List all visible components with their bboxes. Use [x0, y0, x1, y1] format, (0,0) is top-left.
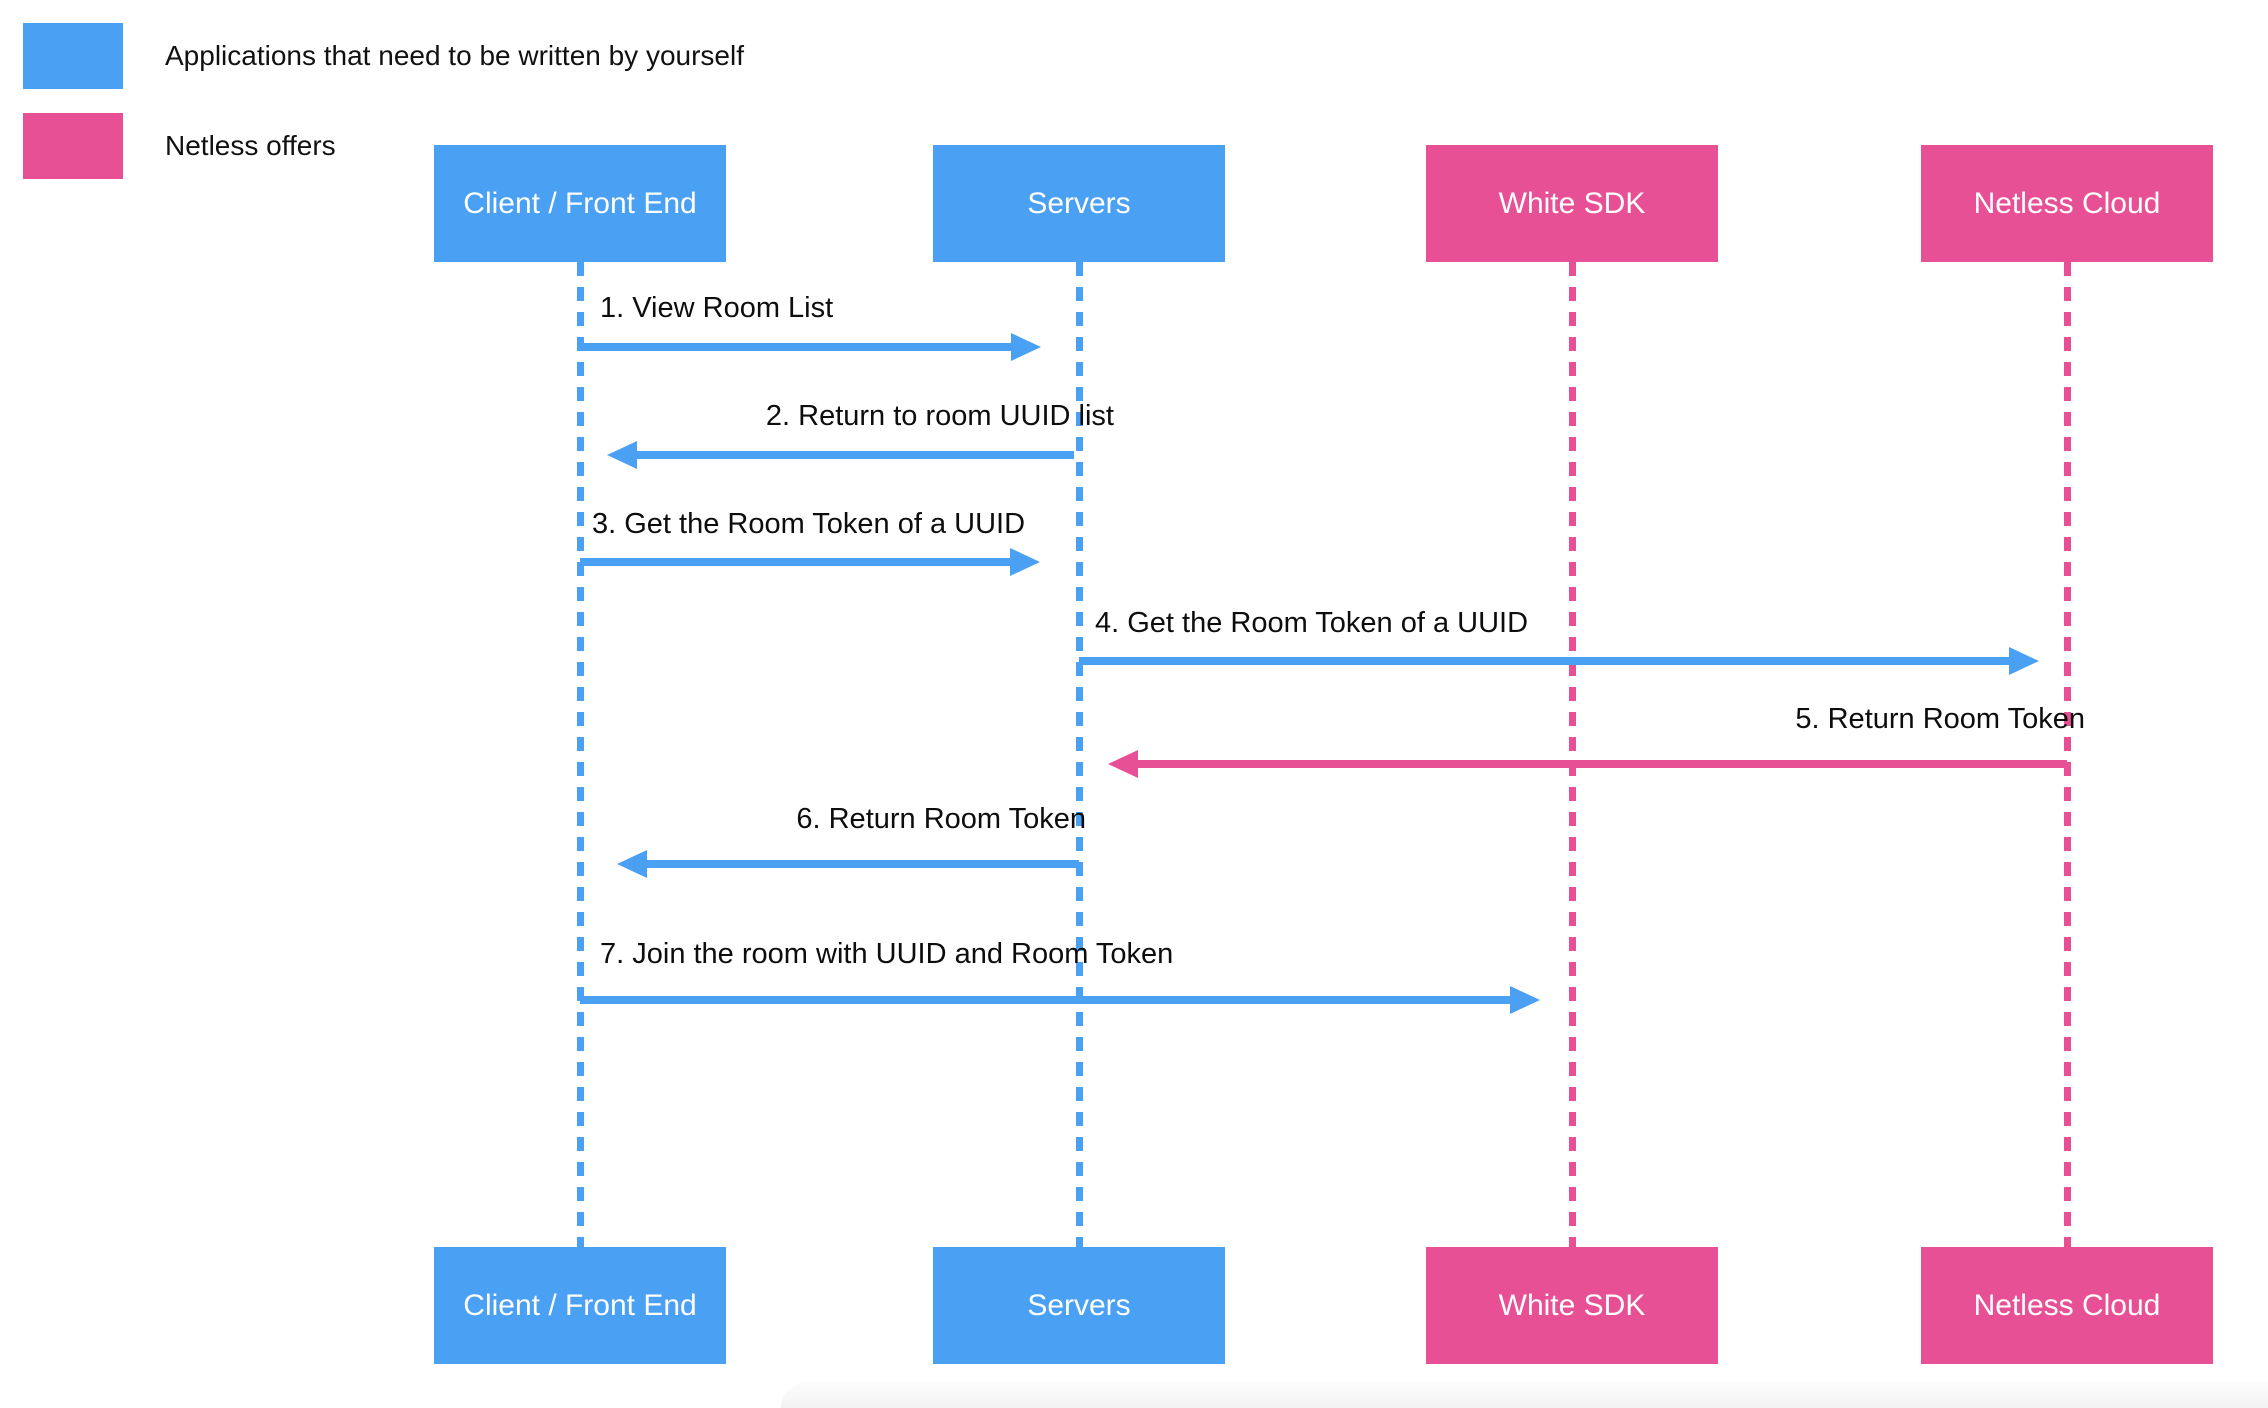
actor-label: White SDK [1498, 186, 1646, 220]
actor-top-white-sdk: White SDK [1426, 145, 1718, 262]
actor-top-servers: Servers [933, 145, 1225, 262]
arrow-shaft [633, 451, 1074, 459]
legend-item-netless: Netless offers [23, 112, 336, 179]
message-3-label: 3. Get the Room Token of a UUID [592, 508, 1026, 540]
actor-bottom-servers: Servers [933, 1247, 1225, 1364]
arrow-head [1011, 333, 1041, 361]
message-2-label: 2. Return to room UUID list [765, 400, 1114, 432]
arrow-head [617, 850, 647, 878]
message-1-arrow [580, 333, 1041, 361]
arrow-head [607, 441, 637, 469]
message-2-arrow [607, 441, 1074, 469]
legend-blue-swatch [23, 22, 123, 89]
message-1-label: 1. View Room List [600, 292, 834, 324]
arrow-shaft [580, 558, 1014, 566]
actor-top-client-front-end: Client / Front End [434, 145, 726, 262]
message-5-arrow [1108, 750, 2067, 778]
lifeline-netless-cloud [2064, 262, 2071, 1247]
message-4-label: 4. Get the Room Token of a UUID [1095, 607, 1529, 639]
bottom-page-edge [781, 1382, 2268, 1408]
arrow-head [1010, 548, 1040, 576]
arrow-head [1510, 986, 1540, 1014]
actor-label: Client / Front End [463, 186, 697, 220]
legend-item-self-apps: Applications that need to be written by … [23, 22, 744, 89]
message-3-arrow [580, 548, 1040, 576]
actor-label: Client / Front End [463, 1288, 697, 1322]
actor-bottom-white-sdk: White SDK [1426, 1247, 1718, 1364]
lifeline-servers [1076, 262, 1083, 1247]
legend-label-netless: Netless offers [165, 129, 336, 161]
message-5-label: 5. Return Room Token [1795, 703, 2085, 735]
actor-bottom-client-front-end: Client / Front End [434, 1247, 726, 1364]
arrow-shaft [1079, 657, 2013, 665]
actor-label: White SDK [1498, 1288, 1646, 1322]
message-6-arrow [617, 850, 1079, 878]
actor-top-netless-cloud: Netless Cloud [1921, 145, 2213, 262]
actor-label: Netless Cloud [1973, 1288, 2161, 1322]
arrow-head [1108, 750, 1138, 778]
message-7-arrow [580, 986, 1540, 1014]
actor-label: Servers [1027, 1288, 1131, 1322]
lifeline-client-front-end [577, 262, 584, 1247]
legend-label-self-apps: Applications that need to be written by … [165, 39, 745, 71]
actor-label: Netless Cloud [1973, 186, 2161, 220]
arrow-head [2009, 647, 2039, 675]
arrow-shaft [580, 343, 1015, 351]
arrow-shaft [643, 860, 1079, 868]
legend-pink-swatch [23, 112, 123, 179]
actor-label: Servers [1027, 186, 1131, 220]
message-4-arrow [1079, 647, 2039, 675]
lifeline-white-sdk [1569, 262, 1576, 1247]
actor-bottom-netless-cloud: Netless Cloud [1921, 1247, 2213, 1364]
message-6-label: 6. Return Room Token [796, 803, 1086, 835]
message-7-label: 7. Join the room with UUID and Room Toke… [600, 938, 1174, 970]
arrow-shaft [1134, 760, 2067, 768]
arrow-shaft [580, 996, 1514, 1004]
